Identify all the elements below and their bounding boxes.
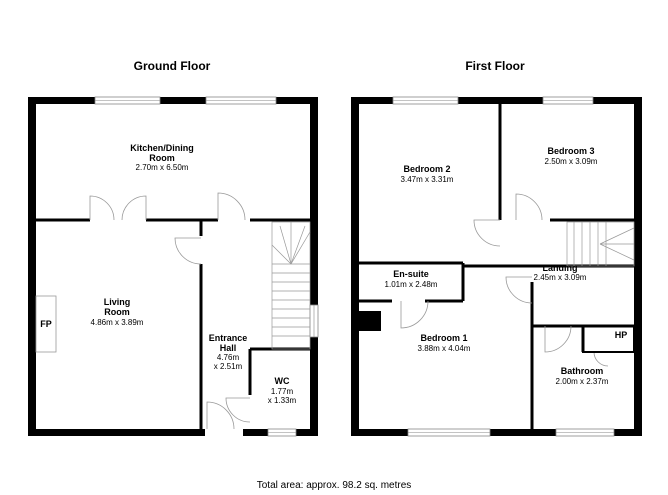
fireplace: [35, 295, 57, 353]
room-name: Living: [104, 297, 131, 307]
front-door: [206, 401, 235, 430]
room-name: En-suite: [393, 269, 429, 279]
room-dims: 1.01m x 2.48m: [385, 280, 438, 289]
room-name: Room: [104, 307, 130, 317]
room-name: Hall: [220, 343, 237, 353]
door: [217, 192, 246, 221]
room-dims: 3.88m x 4.04m: [418, 344, 471, 353]
door: [225, 397, 251, 423]
room-dims: x 2.51m: [214, 362, 243, 371]
door: [515, 193, 543, 221]
room-name: Entrance: [209, 333, 248, 343]
total-area-label: Total area: approx. 98.2 sq. metres: [257, 480, 412, 490]
first-floor-title: First Floor: [465, 59, 525, 73]
door: [473, 219, 501, 247]
fireplace-label: FP: [40, 319, 52, 329]
front-door-opening: [205, 429, 243, 436]
door: [544, 325, 572, 353]
room-dims: 2.50m x 3.09m: [545, 157, 598, 166]
room-dims: 3.47m x 3.31m: [401, 175, 454, 184]
room-dims: 2.00m x 2.37m: [556, 377, 609, 386]
room-name: Landing: [543, 263, 578, 273]
room-name: Bedroom 2: [403, 164, 450, 174]
room-name: Bedroom 1: [420, 333, 467, 343]
ground-floor-title: Ground Floor: [134, 59, 211, 73]
door: [593, 351, 609, 367]
door: [89, 195, 115, 221]
first-floor-plan: First Floor Bedroom 2 3.47m x 3.31m Bedr…: [351, 59, 642, 437]
room-name: Bedroom 3: [547, 146, 594, 156]
door: [400, 300, 429, 329]
staircase: [271, 221, 311, 350]
room-dims: x 1.33m: [268, 396, 297, 405]
door: [174, 237, 202, 265]
staircase: [566, 221, 635, 267]
room-dims: 2.45m x 3.09m: [534, 273, 587, 282]
room-dims: 2.70m x 6.50m: [136, 163, 189, 172]
hot-press: [582, 325, 635, 353]
room-dims: 1.77m: [271, 387, 294, 396]
hot-press-label: HP: [615, 330, 628, 340]
room-name: Room: [149, 153, 175, 163]
room-dims: 4.76m: [217, 353, 240, 362]
door: [505, 276, 533, 304]
room-name: WC: [275, 376, 290, 386]
ground-floor-plan: Ground Floor Kitchen/Dining Room 2.70m x…: [28, 59, 319, 437]
door: [121, 195, 147, 221]
room-name: Kitchen/Dining: [130, 143, 194, 153]
chimney-breast: [359, 311, 381, 331]
room-name: Bathroom: [561, 366, 604, 376]
room-dims: 4.86m x 3.89m: [91, 318, 144, 327]
